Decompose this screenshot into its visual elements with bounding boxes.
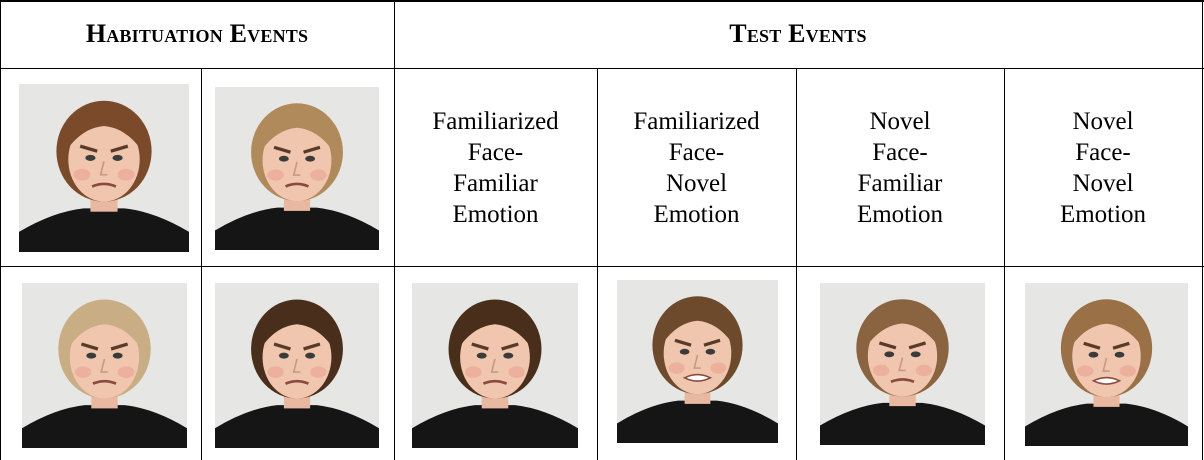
label-line: Familiarized — [432, 107, 559, 135]
face-portrait-icon — [19, 84, 189, 252]
label-line: Emotion — [653, 200, 740, 228]
col-divider-2 — [394, 0, 395, 460]
table-right-border — [1202, 0, 1203, 460]
table-left-border — [0, 0, 1, 460]
col-divider-5 — [1004, 68, 1005, 460]
label-line: Face- — [872, 138, 928, 166]
label-line: Familiar — [857, 169, 943, 197]
face-photo-test-novel-face-familiar-emotion — [820, 283, 985, 445]
label-line: Emotion — [452, 200, 539, 228]
row-divider — [0, 266, 1204, 267]
face-portrait-icon — [22, 283, 187, 448]
face-portrait-icon — [1025, 283, 1188, 446]
face-portrait-icon — [820, 283, 985, 445]
face-photo-test-familiar-face-novel-emotion — [617, 280, 778, 443]
face-portrait-icon — [215, 283, 379, 448]
col-divider-1 — [201, 68, 202, 460]
col-divider-4 — [796, 68, 797, 460]
label-line: Emotion — [1059, 200, 1147, 228]
label-line: Familiar — [453, 169, 538, 197]
face-portrait-icon — [215, 87, 379, 250]
face-photo-test-familiar-face-familiar-emotion — [412, 283, 578, 448]
label-line: Emotion — [856, 200, 944, 228]
test-label-novel-face-familiar-emotion: Novel Face- Familiar Emotion — [796, 69, 1004, 266]
label-line: Novel — [1072, 107, 1134, 135]
face-portrait-icon — [617, 280, 778, 443]
label-line: Novel — [869, 107, 931, 135]
label-line: Face- — [668, 138, 725, 166]
label-line: Face- — [467, 138, 524, 166]
habituation-header: Habituation Events — [85, 19, 309, 48]
label-line: Face- — [1075, 138, 1131, 166]
header-divider — [0, 68, 1204, 69]
label-line: Familiarized — [633, 107, 760, 135]
face-photo-habituation-1 — [19, 84, 189, 252]
test-label-familiarized-face-novel-emotion: Familiarized Face- Novel Emotion — [597, 69, 796, 266]
label-line: Novel — [1072, 169, 1134, 197]
face-portrait-icon — [412, 283, 578, 448]
test-label-familiarized-face-familiar-emotion: Familiarized Face- Familiar Emotion — [394, 69, 597, 266]
test-header: Test Events — [729, 19, 867, 48]
face-photo-habituation-4 — [215, 283, 379, 448]
table-top-border — [0, 0, 1204, 2]
face-photo-habituation-3 — [22, 283, 187, 448]
test-label-novel-face-novel-emotion: Novel Face- Novel Emotion — [1004, 69, 1202, 266]
col-divider-3 — [597, 68, 598, 460]
face-photo-test-novel-face-novel-emotion — [1025, 283, 1188, 446]
face-photo-habituation-2 — [215, 87, 379, 250]
label-line: Novel — [665, 169, 728, 197]
